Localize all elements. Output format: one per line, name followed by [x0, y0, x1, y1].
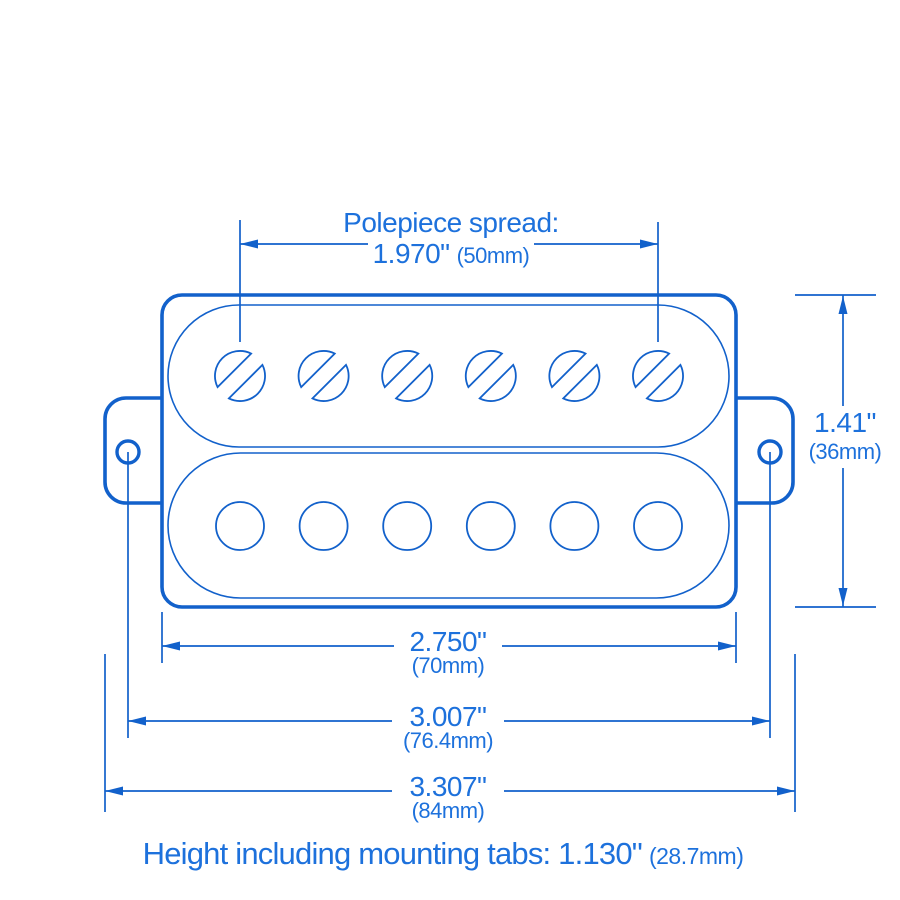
screw-polepiece	[548, 350, 601, 402]
coil-group	[167, 304, 730, 599]
screw-polepiece	[214, 350, 266, 402]
polepiece-spread-heading: Polepiece spread:	[343, 207, 559, 238]
arrow-left-icon	[105, 786, 123, 796]
hole-spacing-mm: (76.4mm)	[403, 728, 493, 753]
polepiece-spread-mm: (50mm)	[457, 243, 530, 268]
slug-polepiece	[382, 501, 433, 551]
screw-polepiece	[464, 350, 517, 402]
labels: Polepiece spread: 1.970" (50mm) 1.41" (36…	[143, 207, 882, 871]
arrowheads	[105, 239, 848, 796]
slug-polepiece	[549, 501, 600, 551]
height-note-text: Height including mounting tabs: 1.130"	[143, 836, 642, 871]
total-width-mm: (84mm)	[412, 798, 485, 823]
screw-polepiece	[297, 350, 350, 402]
arrow-left-icon	[128, 716, 146, 726]
pickup-body-outline	[160, 293, 738, 609]
height-note-mm: (28.7mm)	[649, 843, 743, 869]
arrow-right-icon	[777, 786, 795, 796]
body-width-inches: 2.750"	[409, 626, 486, 657]
screw-coil-bobbin	[167, 304, 730, 448]
body-height-mm: (36mm)	[809, 439, 882, 464]
height-note: Height including mounting tabs: 1.130" (2…	[143, 836, 744, 871]
arrow-right-icon	[718, 641, 736, 651]
arrow-right-icon	[640, 239, 658, 249]
hole-spacing-inches: 3.007"	[409, 701, 486, 732]
slug-polepiece	[215, 501, 265, 551]
total-width-inches: 3.307"	[409, 771, 486, 802]
screw-polepiece	[632, 350, 684, 402]
mounting-tab-right	[736, 396, 795, 505]
polepiece-spread-value: 1.970" (50mm)	[373, 238, 530, 269]
mounting-tab-left	[103, 396, 162, 505]
arrow-left-icon	[162, 641, 180, 651]
arrow-down-icon	[838, 588, 848, 606]
slug-polepiece	[633, 501, 683, 551]
body-height-inches: 1.41"	[814, 407, 876, 438]
arrow-up-icon	[838, 296, 848, 314]
screw-polepiece-row	[214, 350, 684, 402]
slug-coil-bobbin	[167, 452, 730, 599]
slug-polepiece-row	[215, 501, 683, 551]
arrow-right-icon	[752, 716, 770, 726]
pickup-outline-group	[103, 293, 795, 609]
slug-polepiece	[465, 501, 516, 551]
body-width-mm: (70mm)	[412, 653, 485, 678]
screw-polepiece	[381, 350, 434, 402]
polepiece-spread-inches: 1.970"	[373, 238, 450, 269]
arrow-left-icon	[240, 239, 258, 249]
slug-polepiece	[298, 501, 349, 551]
